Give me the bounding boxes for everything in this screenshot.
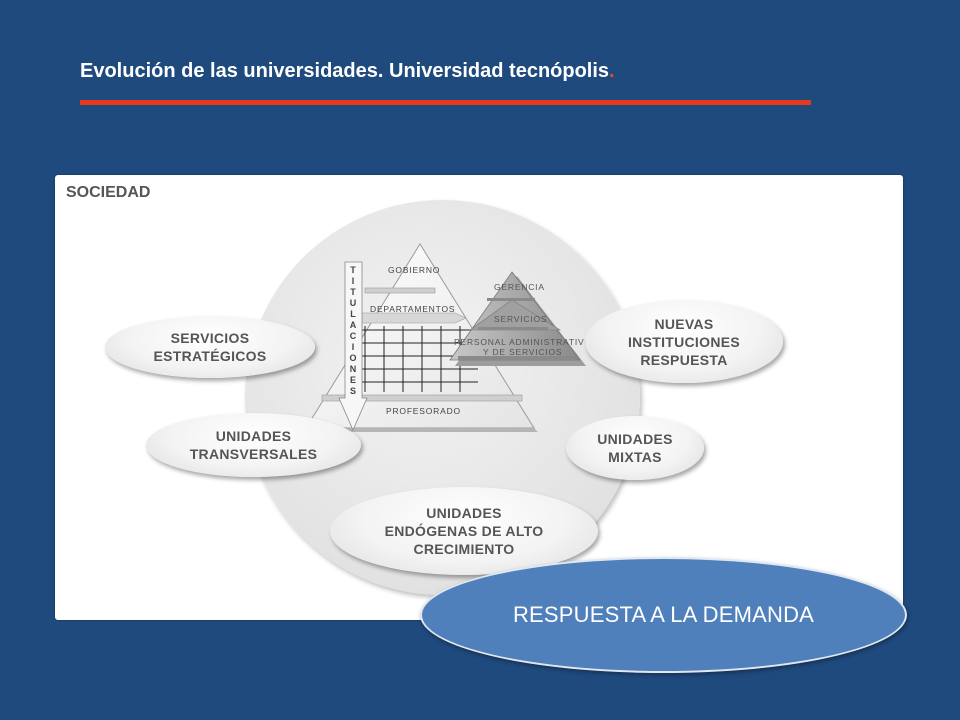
ellipse-servicios-estrategicos-label: SERVICIOS ESTRATÉGICOS [153, 330, 267, 364]
respuesta-demanda-ellipse: RESPUESTA A LA DEMANDA [420, 557, 907, 673]
ellipse-unidades-transversales: UNIDADES TRANSVERSALES [146, 413, 361, 477]
ellipse-nuevas-instituciones: NUEVAS INSTITUCIONES RESPUESTA [585, 300, 783, 383]
ellipse-unidades-mixtas: UNIDADES MIXTAS [566, 416, 704, 480]
slide-title-text: Evolución de las universidades. Universi… [80, 60, 610, 82]
ellipse-unidades-endogenas: UNIDADES ENDÓGENAS DE ALTO CRECIMIENTO [330, 487, 598, 575]
slide-title-dot: . [609, 60, 615, 82]
ellipse-nuevas-instituciones-label: NUEVAS INSTITUCIONES RESPUESTA [627, 315, 741, 368]
ellipse-servicios-estrategicos: SERVICIOS ESTRATÉGICOS [105, 316, 315, 378]
ellipse-unidades-endogenas-label: UNIDADES ENDÓGENAS DE ALTO CRECIMIENTO [384, 505, 544, 557]
ellipse-unidades-transversales-label: UNIDADES TRANSVERSALES [189, 428, 318, 462]
respuesta-demanda-label: RESPUESTA A LA DEMANDA [512, 602, 815, 627]
society-label: SOCIEDAD [66, 184, 151, 201]
slide-header [0, 0, 960, 150]
title-underline [80, 100, 811, 105]
ellipse-unidades-mixtas-label: UNIDADES MIXTAS [597, 431, 673, 465]
slide-title: Evolución de las universidades. Universi… [80, 60, 615, 83]
